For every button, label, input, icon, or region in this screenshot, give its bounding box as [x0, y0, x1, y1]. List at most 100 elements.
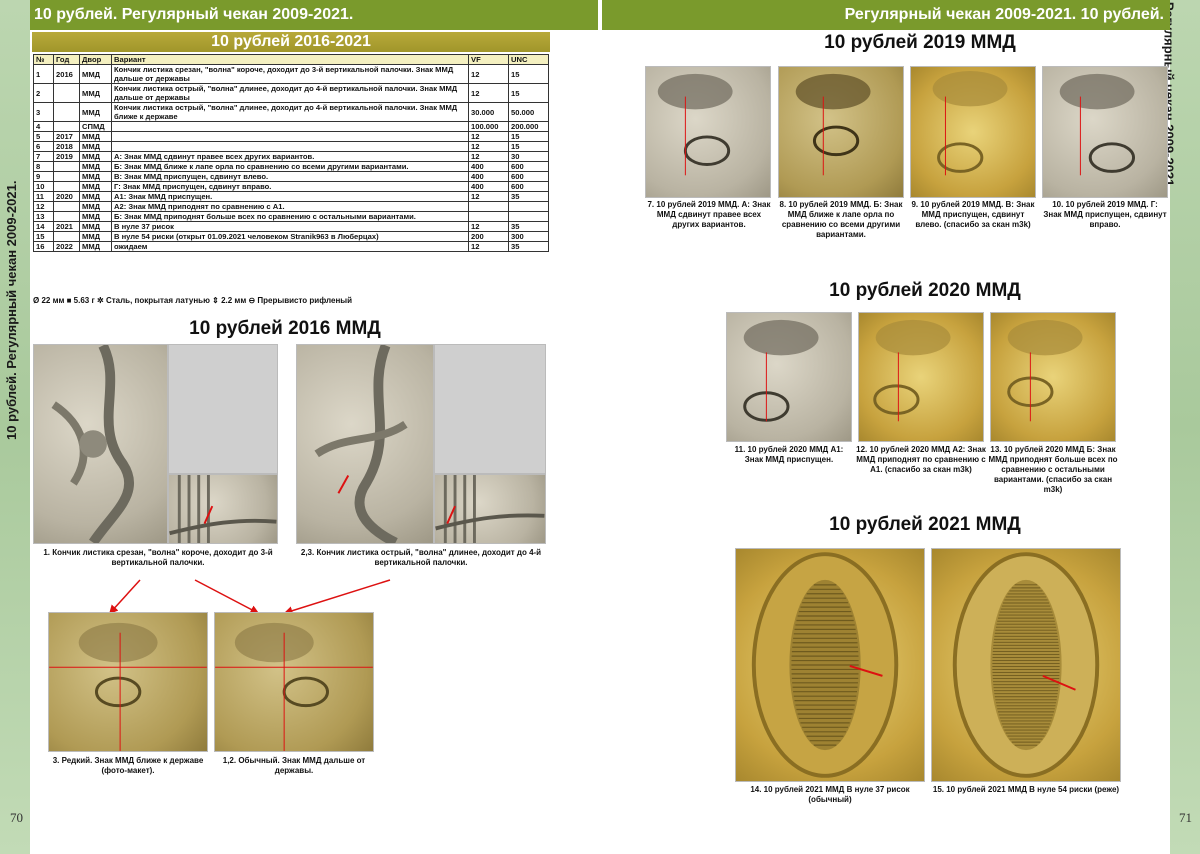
coin-photo-2020-12 [858, 312, 984, 442]
coin-photo-2019-9 [910, 66, 1036, 198]
table-cell: 600 [508, 161, 549, 172]
table-cell: ММД [79, 241, 112, 252]
table-cell: 10 [33, 181, 54, 192]
page-number-right: 71 [1179, 810, 1192, 825]
table-cell [508, 211, 549, 222]
table-cell: А1: Знак ММД приспущен. [111, 191, 469, 202]
table-cell: 100.000 [468, 121, 509, 132]
table-cell: ММД [79, 64, 112, 84]
table-cell [468, 201, 509, 212]
caption-2019-8: 8. 10 рублей 2019 ММД. Б: Знак ММД ближе… [779, 200, 903, 239]
coin-photo-2021-14 [735, 548, 925, 782]
table-header-cell: UNC [508, 54, 549, 65]
table-cell: 600 [508, 171, 549, 182]
table-cell: 14 [33, 221, 54, 232]
table-cell: 2016 [53, 64, 80, 84]
table-cell [53, 102, 80, 122]
table-cell: 15 [508, 83, 549, 103]
section-title-2016: 10 рублей 2016 ММД [189, 318, 381, 339]
caption-2021-15: 15. 10 рублей 2021 ММД В нуле 54 риски (… [932, 785, 1120, 794]
coin-photo-2020-13 [990, 312, 1116, 442]
table-header-cell: VF [468, 54, 509, 65]
table-cell: 2020 [53, 191, 80, 202]
table-cell: ММД [79, 221, 112, 232]
table-cell: 12 [33, 201, 54, 212]
right-margin: 10 рублей. Регулярный чекан 2009-2021. 7… [1161, 0, 1200, 854]
table-cell: 400 [468, 161, 509, 172]
mint-mark-photo-2016-12 [214, 612, 374, 752]
table-cell: 12 [468, 131, 509, 142]
table-cell: 15 [508, 64, 549, 84]
coin-photo-2019-7 [645, 66, 771, 198]
table-cell: 12 [468, 191, 509, 202]
table-cell: 11 [33, 191, 54, 202]
zero-digit-37-lines-image [751, 552, 899, 778]
table-cell: А2: Знак ММД приподнят по сравнению с А1… [111, 201, 469, 212]
caption-2019-10: 10. 10 рублей 2019 ММД. Г: Знак ММД прис… [1043, 200, 1167, 229]
table-cell [53, 211, 80, 222]
table-cell [53, 83, 80, 103]
pointer-arrows [108, 579, 391, 616]
table-cell: 30 [508, 151, 549, 162]
left-margin-title: 10 рублей. Регулярный чекан 2009-2021. [4, 180, 19, 440]
table-cell: Кончик листика срезан, "волна" короче, д… [111, 64, 469, 84]
table-header-cell: Вариант [111, 54, 469, 65]
caption-2016-3: 3. Редкий. Знак ММД ближе к державе (фот… [52, 756, 204, 775]
table-cell: ММД [79, 181, 112, 192]
table-cell [53, 231, 80, 242]
caption-2016-23: 2,3. Кончик листика острый, "волна" длин… [300, 548, 542, 567]
table-cell: ММД [79, 83, 112, 103]
table-cell: Б: Знак ММД приподнят больше всех по сра… [111, 211, 469, 222]
section-title-2021: 10 рублей 2021 ММД [829, 514, 1021, 535]
table-cell [111, 141, 469, 152]
mint-mark-image [49, 622, 207, 751]
page-divider [598, 0, 602, 854]
table-cell: В нуле 54 риски (открыт 01.09.2021 челов… [111, 231, 469, 242]
page-number-left: 70 [10, 810, 23, 825]
coin-photo-2019-10 [1042, 66, 1168, 198]
coin-photo-2019-8 [778, 66, 904, 198]
vertical-lines-image-2 [435, 475, 545, 543]
table-cell: 2021 [53, 221, 80, 232]
blank-photo-area-2 [434, 344, 546, 474]
table-cell: В: Знак ММД приспущен, сдвинут влево. [111, 171, 469, 182]
table-cell: ожидаем [111, 241, 469, 252]
table-cell [53, 171, 80, 182]
table-cell: В нуле 37 рисок [111, 221, 469, 232]
leaf-ornament-image [51, 345, 134, 543]
table-cell: СПМД [79, 121, 112, 132]
table-cell [53, 181, 80, 192]
table-cell: 12 [468, 221, 509, 232]
table-cell: ММД [79, 191, 112, 202]
arrow-marker-icon [1042, 674, 1076, 691]
table-cell [53, 161, 80, 172]
mint-mark-image-5 [932, 70, 1008, 176]
table-cell: Б: Знак ММД ближе к лапе орла по сравнен… [111, 161, 469, 172]
table-cell: 30.000 [468, 102, 509, 122]
mint-mark-image-3 [657, 73, 733, 176]
caption-2016-12: 1,2. Обычный. Знак ММД дальше от державы… [222, 756, 366, 775]
table-cell: ММД [79, 171, 112, 182]
table-cell: 4 [33, 121, 54, 132]
arrow-marker-icon [849, 665, 883, 677]
caption-2019-9: 9. 10 рублей 2019 ММД. В: Знак ММД присп… [911, 200, 1035, 229]
vertical-lines-image [169, 475, 277, 543]
arrow-marker-icon [446, 505, 456, 524]
header-right: Регулярный чекан 2009-2021. 10 рублей. [602, 0, 1170, 30]
table-cell: 6 [33, 141, 54, 152]
table-cell: 12 [468, 241, 509, 252]
table-cell: 35 [508, 241, 549, 252]
caption-2020-12: 12. 10 рублей 2020 ММД А2: Знак ММД прип… [856, 445, 986, 474]
arrow-marker-icon [203, 505, 214, 524]
header-left: 10 рублей. Регулярный чекан 2009-2021. [30, 0, 598, 30]
